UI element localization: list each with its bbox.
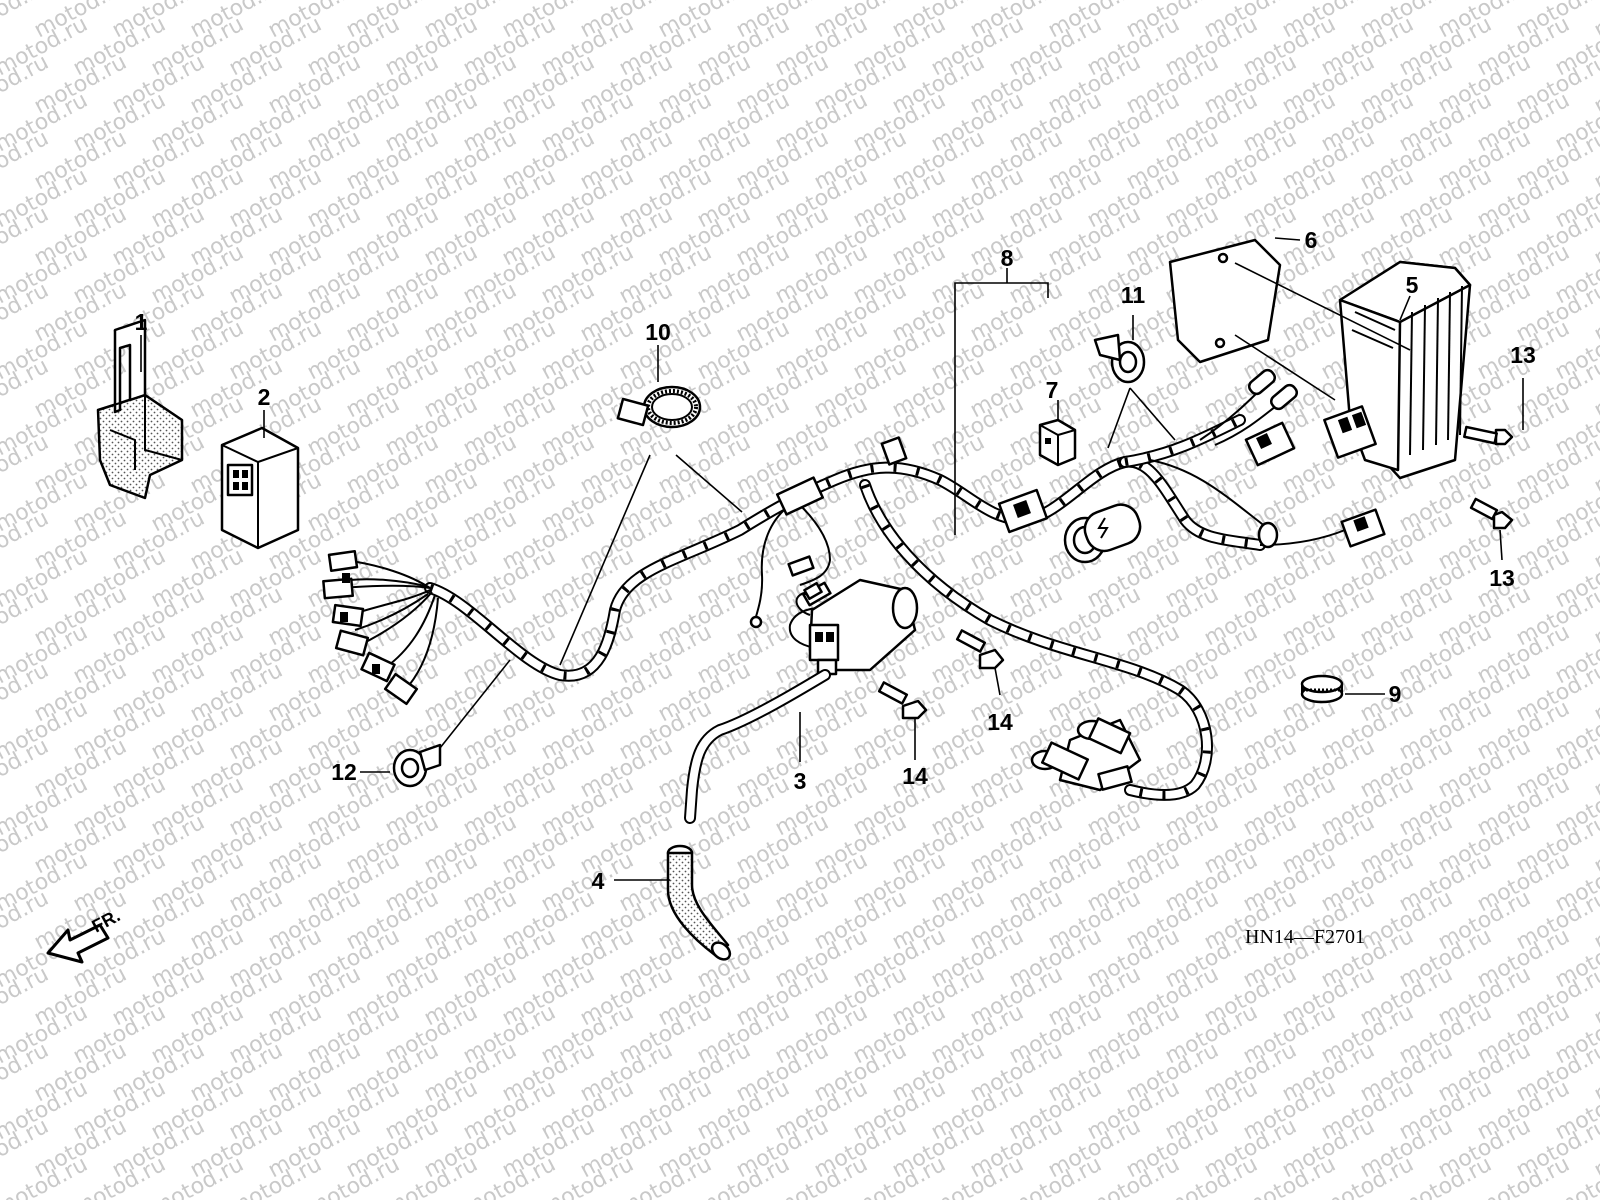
watermark-text: motod.ru xyxy=(1590,0,1600,43)
harness-connector-8 xyxy=(997,488,1142,564)
part-1-relay xyxy=(96,318,184,500)
part-6-cover-plate xyxy=(1168,238,1282,364)
callout-8: 8 xyxy=(1001,245,1014,271)
left-connector-cluster xyxy=(322,550,419,706)
part-7-small-relay xyxy=(1038,418,1077,467)
part-4-spark-plug-cap xyxy=(666,844,732,961)
part-13-bolt-upper xyxy=(1463,425,1514,446)
top-right-connectors xyxy=(1244,368,1386,549)
callout-14-right: 14 xyxy=(987,709,1013,735)
callout-13-upper: 13 xyxy=(1510,342,1536,368)
part-9-band-clip xyxy=(1300,674,1344,704)
leader-lines xyxy=(140,237,1524,881)
wire-harness xyxy=(339,384,1346,801)
callout-9: 9 xyxy=(1389,681,1402,707)
callout-14-left: 14 xyxy=(902,763,928,789)
part-13-bolt-lower xyxy=(1469,497,1514,530)
part-5-regulator-rectifier xyxy=(1323,260,1472,480)
part-14-bolt-right xyxy=(955,629,1005,670)
callout-6: 6 xyxy=(1305,227,1318,253)
part-2-cdi-unit xyxy=(220,426,300,550)
callout-13-lower: 13 xyxy=(1489,565,1515,591)
callout-11: 11 xyxy=(1121,282,1146,308)
callouts: 1 2 3 4 5 6 7 8 9 10 11 12 13 13 14 14 xyxy=(135,227,1536,894)
part-3-ignition-coil xyxy=(684,578,919,824)
front-arrow-icon xyxy=(46,923,110,964)
callout-1: 1 xyxy=(135,309,148,335)
lower-right-twin-connector xyxy=(1030,717,1142,792)
callout-4: 4 xyxy=(592,868,605,894)
drawing-code: HN14—F2701 xyxy=(1245,926,1365,948)
callout-7: 7 xyxy=(1046,377,1059,403)
callout-2: 2 xyxy=(258,384,271,410)
part-11-clamp xyxy=(1093,333,1146,384)
callout-12: 12 xyxy=(331,759,357,785)
callout-5: 5 xyxy=(1406,272,1419,298)
callout-3: 3 xyxy=(794,768,807,794)
callout-10: 10 xyxy=(645,319,671,345)
part-12-clamp xyxy=(392,743,442,788)
part-14-bolt-left xyxy=(877,681,928,720)
part-10-wire-band xyxy=(616,385,702,429)
